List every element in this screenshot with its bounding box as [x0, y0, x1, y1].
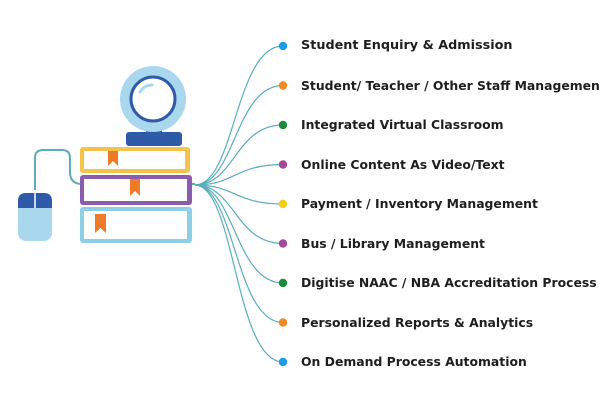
book-middle [80, 175, 192, 205]
feature-label-payment-inventory: Payment / Inventory Management [301, 196, 538, 211]
connector-line [194, 45, 284, 186]
connector-line [194, 184, 284, 363]
connector-line [194, 84, 284, 186]
feature-dots [278, 41, 288, 367]
feature-dot [278, 239, 288, 248]
feature-label-enquiry-admission: Student Enquiry & Admission [301, 38, 513, 53]
connector-line [194, 184, 284, 284]
connector-line [194, 184, 284, 205]
mouse-cable [34, 149, 195, 190]
connector-line [194, 163, 284, 186]
feature-label-online-content: Online Content As Video/Text [301, 156, 505, 172]
connector-lines [194, 45, 284, 363]
feature-dot [278, 81, 288, 90]
feature-dot [278, 278, 288, 288]
feature-label-reports-analytics: Personalized Reports & Analytics [301, 314, 534, 330]
book-top [80, 147, 190, 173]
feature-dot [278, 318, 288, 327]
feature-dot [278, 160, 288, 169]
feature-dot [278, 41, 288, 51]
connector-line [194, 124, 284, 186]
feature-label-bus-library: Bus / Library Management [301, 235, 485, 251]
connector-line [194, 184, 284, 324]
feature-label-virtual-classroom: Integrated Virtual Classroom [301, 117, 504, 132]
book-bottom [80, 207, 192, 243]
feature-label-staff-management: Student/ Teacher / Other Staff Managemen… [301, 77, 600, 93]
mouse-icon [18, 193, 52, 241]
connector-line [194, 184, 284, 245]
feature-dot [278, 357, 288, 367]
feature-label-naac-nba: Digitise NAAC / NBA Accreditation Proces… [301, 275, 597, 290]
webcam-icon [120, 66, 186, 146]
feature-label-process-automation: On Demand Process Automation [301, 354, 527, 369]
feature-dot [278, 120, 288, 130]
feature-dot [278, 199, 288, 209]
books-stack-icon [80, 147, 192, 243]
